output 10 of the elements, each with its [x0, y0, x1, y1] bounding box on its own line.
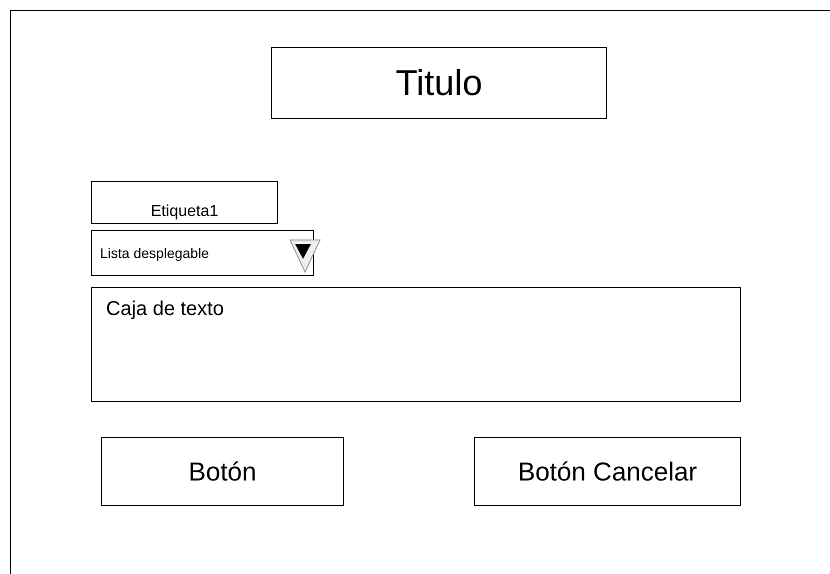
field-text: Etiqueta1: [150, 203, 220, 221]
title-text: Titulo: [394, 62, 484, 104]
button: Botón Cancelar: [474, 437, 741, 506]
text-box: [91, 287, 741, 402]
button: Botón: [101, 437, 344, 506]
title-label: [271, 47, 607, 119]
label-field: [91, 181, 278, 224]
placeholder-text: Caja de texto: [106, 298, 224, 321]
field-text: Lista desplegable: [100, 245, 209, 261]
window-frame: [10, 10, 830, 574]
